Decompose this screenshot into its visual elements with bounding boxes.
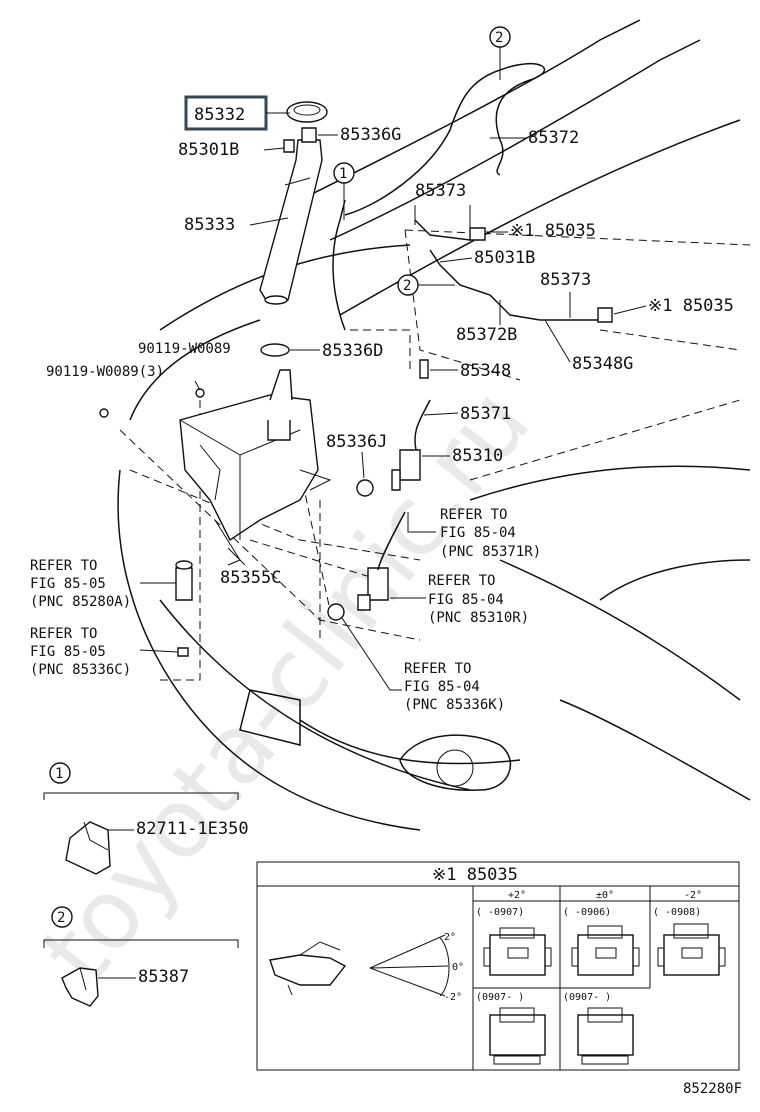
svg-text:REFER TO: REFER TO <box>404 661 471 677</box>
callout-2-top: 2 <box>489 26 511 80</box>
connector-plus2-new <box>489 1007 546 1065</box>
label-85371: 85371 <box>460 404 511 424</box>
svg-text:REFER TO: REFER TO <box>30 558 97 574</box>
washer-pump-85310 <box>356 449 421 497</box>
bolt-90119 <box>99 388 205 418</box>
label-85373-upper: 85373 <box>415 181 466 201</box>
washer-motor-left <box>175 560 193 657</box>
svg-text:2: 2 <box>57 910 65 926</box>
svg-text:(0907- ): (0907- ) <box>563 992 611 1003</box>
detail-2: 2 85387 <box>43 906 239 1007</box>
dashed-guides <box>119 229 751 681</box>
svg-text:(0907- ): (0907- ) <box>476 992 524 1003</box>
svg-text:1: 1 <box>55 766 63 782</box>
svg-text:REFER TO: REFER TO <box>440 507 507 523</box>
svg-text:FIG 85-05: FIG 85-05 <box>30 644 106 660</box>
label-85355C: 85355C <box>220 568 281 588</box>
svg-text:FIG 85-04: FIG 85-04 <box>428 592 504 608</box>
label-85336J: 85336J <box>326 432 387 452</box>
svg-text:(PNC 85280A): (PNC 85280A) <box>30 594 131 610</box>
callout-2-mid: 2 <box>397 274 455 296</box>
svg-text:±0°: ±0° <box>596 890 614 901</box>
washer-pump-lower <box>327 511 406 621</box>
svg-text:2: 2 <box>403 278 411 294</box>
label-85348: 85348 <box>460 361 511 381</box>
callout-1-top: 1 <box>333 162 355 220</box>
nozzle-angle-inset: ※1 85035 2° 0° -2° +2° ±0° -2° ( -0907) … <box>256 861 740 1071</box>
svg-text:(PNC 85336K): (PNC 85336K) <box>404 697 505 713</box>
label-90119-W0089: 90119-W0089 <box>138 341 231 357</box>
label-85332: 85332 <box>194 105 245 125</box>
nozzle-85035-upper <box>469 227 486 241</box>
vehicle-outline <box>117 19 751 831</box>
connector-minus2 <box>657 923 726 976</box>
svg-text:( -0908): ( -0908) <box>653 907 701 918</box>
refer-85280A: REFER TO FIG 85-05 (PNC 85280A) <box>30 558 176 610</box>
svg-text:2°: 2° <box>444 932 456 943</box>
hose-85372 <box>332 62 606 331</box>
connector-zero <box>571 925 640 976</box>
label-85373-lower: 85373 <box>540 270 591 290</box>
label-85310: 85310 <box>452 446 503 466</box>
svg-text:FIG 85-05: FIG 85-05 <box>30 576 106 592</box>
label-85031B: 85031B <box>474 248 535 268</box>
svg-text:(PNC 85371R): (PNC 85371R) <box>440 544 541 560</box>
svg-text:REFER TO: REFER TO <box>30 626 97 642</box>
label-90119-W0089-3: 90119-W0089(3) <box>46 364 164 380</box>
svg-text:82711-1E350: 82711-1E350 <box>136 819 249 839</box>
refer-85310R: REFER TO FIG 85-04 (PNC 85310R) <box>390 573 529 626</box>
label-85372: 85372 <box>528 128 579 148</box>
svg-text:85387: 85387 <box>138 967 189 987</box>
hose-85371-small <box>414 359 431 451</box>
washer-tank <box>179 369 332 566</box>
grommet-85336D <box>260 343 290 357</box>
clip-85301B <box>283 139 295 153</box>
svg-text:REFER TO: REFER TO <box>428 573 495 589</box>
connector-plus2 <box>483 927 552 976</box>
label-85372B: 85372B <box>456 325 517 345</box>
svg-text:( -0907): ( -0907) <box>476 907 524 918</box>
label-85333: 85333 <box>184 215 235 235</box>
label-85035-upper: ※1 85035 <box>510 221 596 241</box>
detail-1: 1 82711-1E350 <box>43 762 249 875</box>
figure-id: 852280F <box>683 1081 742 1097</box>
svg-text:-2°: -2° <box>684 890 702 901</box>
svg-text:2: 2 <box>495 30 503 46</box>
label-85336G: 85336G <box>340 125 401 145</box>
svg-text:FIG 85-04: FIG 85-04 <box>440 525 516 541</box>
label-85301B: 85301B <box>178 140 239 160</box>
refer-85336K: REFER TO FIG 85-04 (PNC 85336K) <box>341 617 505 713</box>
label-85348G: 85348G <box>572 354 633 374</box>
svg-text:(PNC 85336C): (PNC 85336C) <box>30 662 131 678</box>
filler-neck <box>259 127 323 305</box>
refer-85336C: REFER TO FIG 85-05 (PNC 85336C) <box>30 626 179 678</box>
label-85336D: 85336D <box>322 341 383 361</box>
svg-text:+2°: +2° <box>508 890 526 901</box>
inset-title: ※1 85035 <box>432 865 518 885</box>
svg-text:1: 1 <box>339 166 347 182</box>
svg-text:(PNC 85310R): (PNC 85310R) <box>428 610 529 626</box>
svg-text:FIG 85-04: FIG 85-04 <box>404 679 480 695</box>
nozzle-85035-lower <box>597 307 613 323</box>
label-85035-lower: ※1 85035 <box>648 296 734 316</box>
reservoir-cap <box>286 101 328 123</box>
refer-85371R: REFER TO FIG 85-04 (PNC 85371R) <box>407 507 541 560</box>
svg-text:0°: 0° <box>452 962 464 973</box>
connector-zero-new <box>577 1007 634 1065</box>
svg-text:( -0906): ( -0906) <box>563 907 611 918</box>
svg-text:-2°: -2° <box>444 992 462 1003</box>
